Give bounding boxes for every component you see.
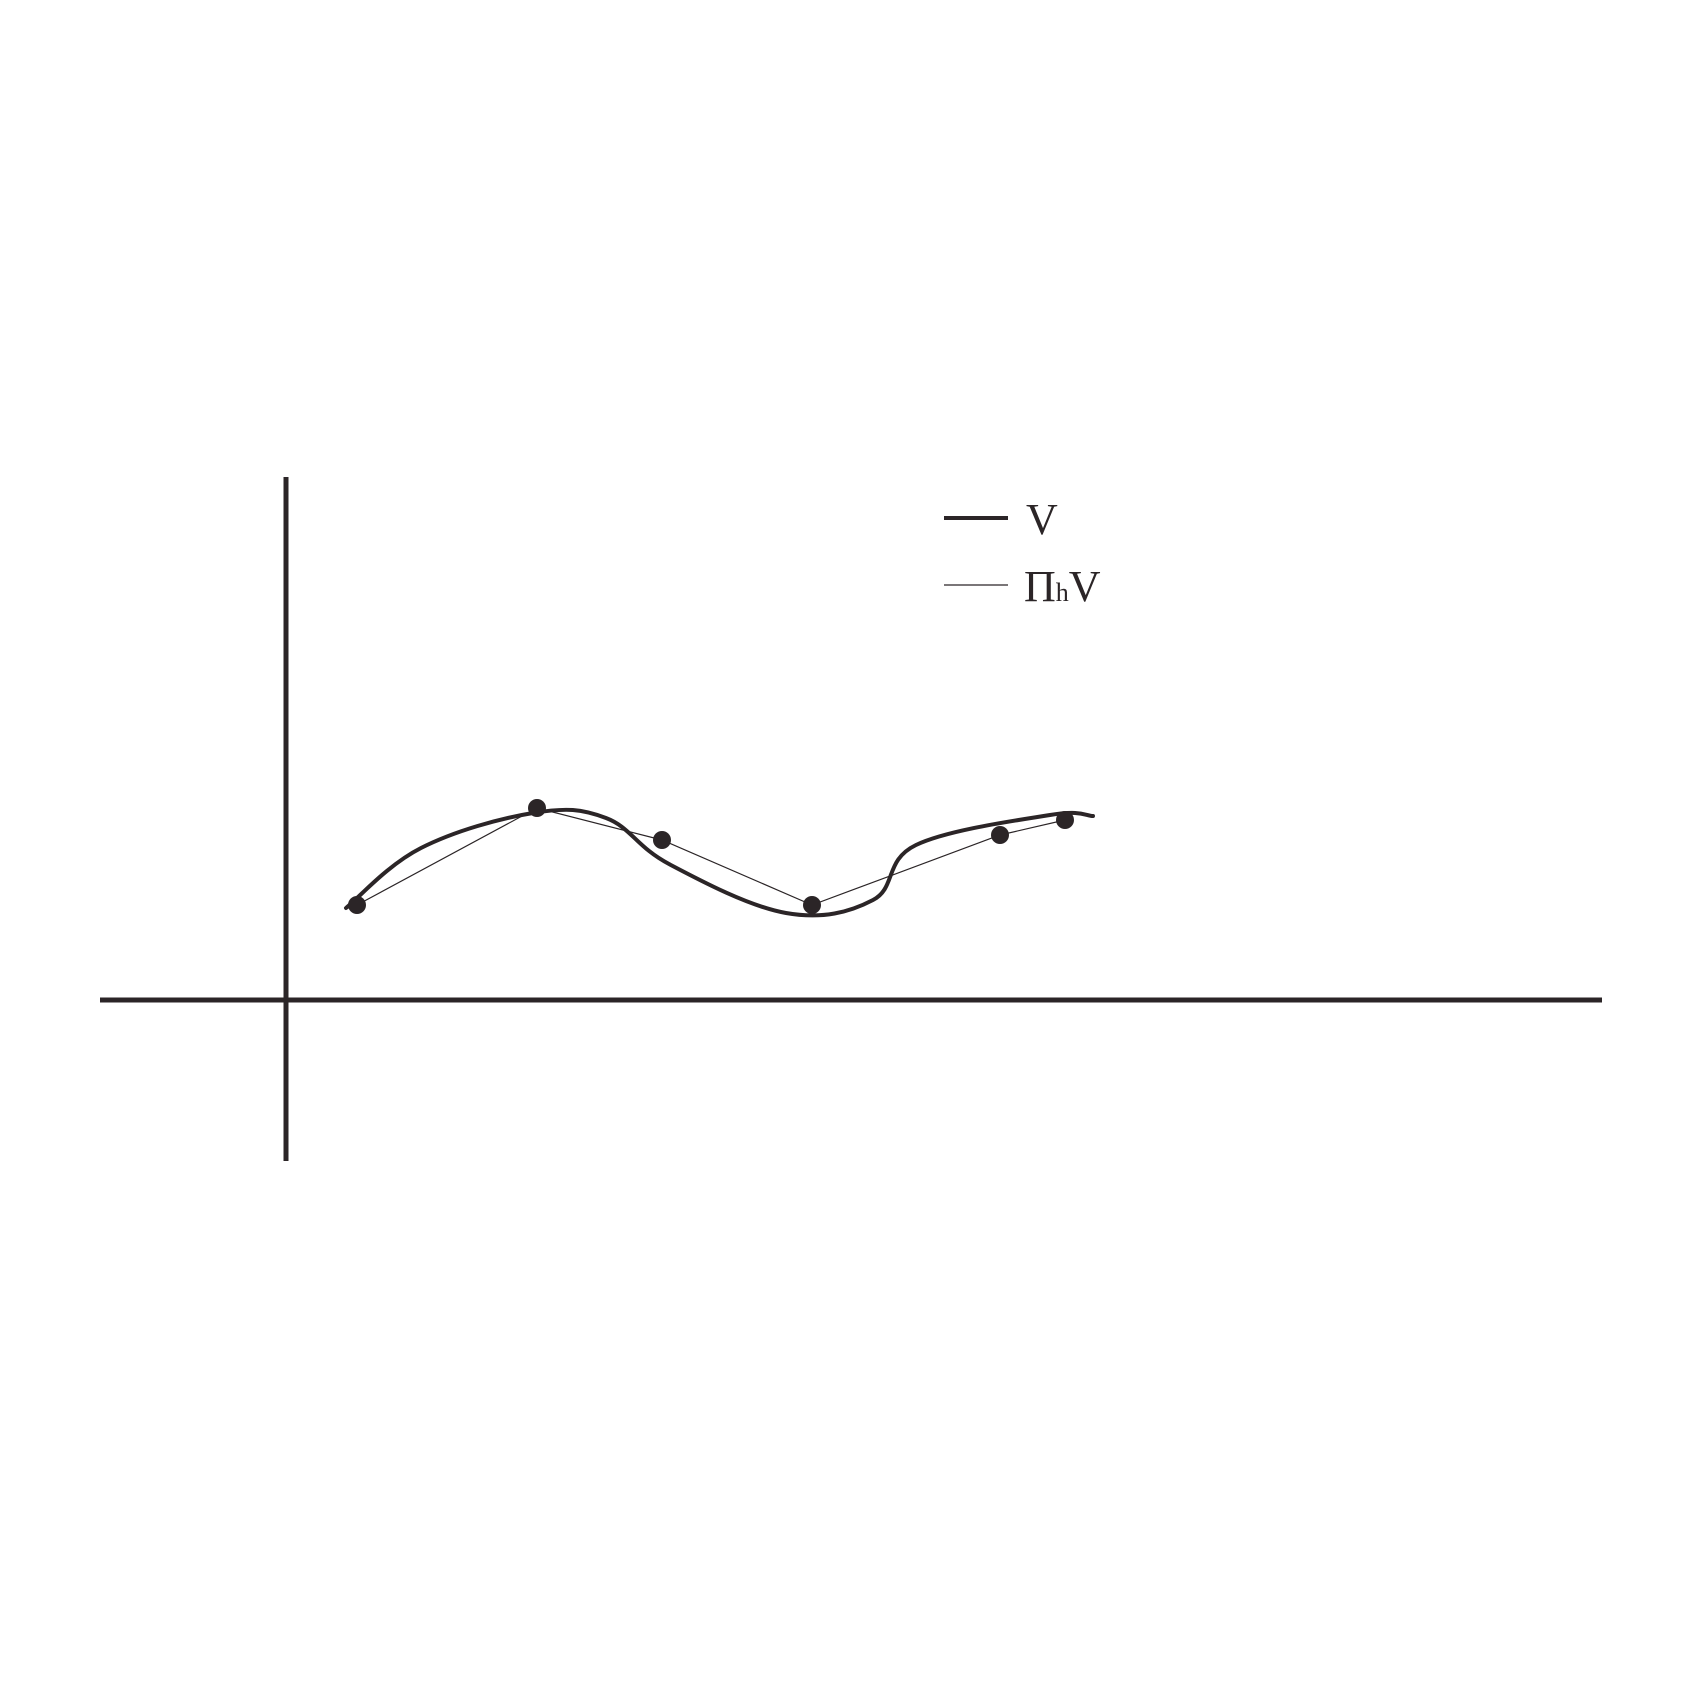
interpolation-node-6 — [1056, 811, 1074, 829]
series-line-pihv — [356, 807, 1066, 906]
interpolation-node-5 — [991, 826, 1009, 844]
node-layer — [348, 799, 1074, 914]
legend-label-v-main: V — [1026, 495, 1058, 544]
axes — [100, 477, 1602, 1161]
legend-label-pihv-sub: h — [1056, 578, 1069, 607]
interpolation-node-4 — [803, 896, 821, 914]
legend-label-pihv-tail: V — [1069, 562, 1101, 611]
interpolation-node-3 — [653, 831, 671, 849]
legend: V ΠhV — [944, 495, 1101, 611]
interpolation-node-2 — [528, 799, 546, 817]
legend-label-v: V — [1026, 495, 1058, 544]
legend-label-pihv-main: Π — [1024, 562, 1056, 611]
interpolation-node-1 — [348, 896, 366, 914]
series-line-v — [344, 807, 1095, 918]
legend-label-pihv: ΠhV — [1024, 562, 1101, 611]
series-layer — [344, 807, 1095, 918]
